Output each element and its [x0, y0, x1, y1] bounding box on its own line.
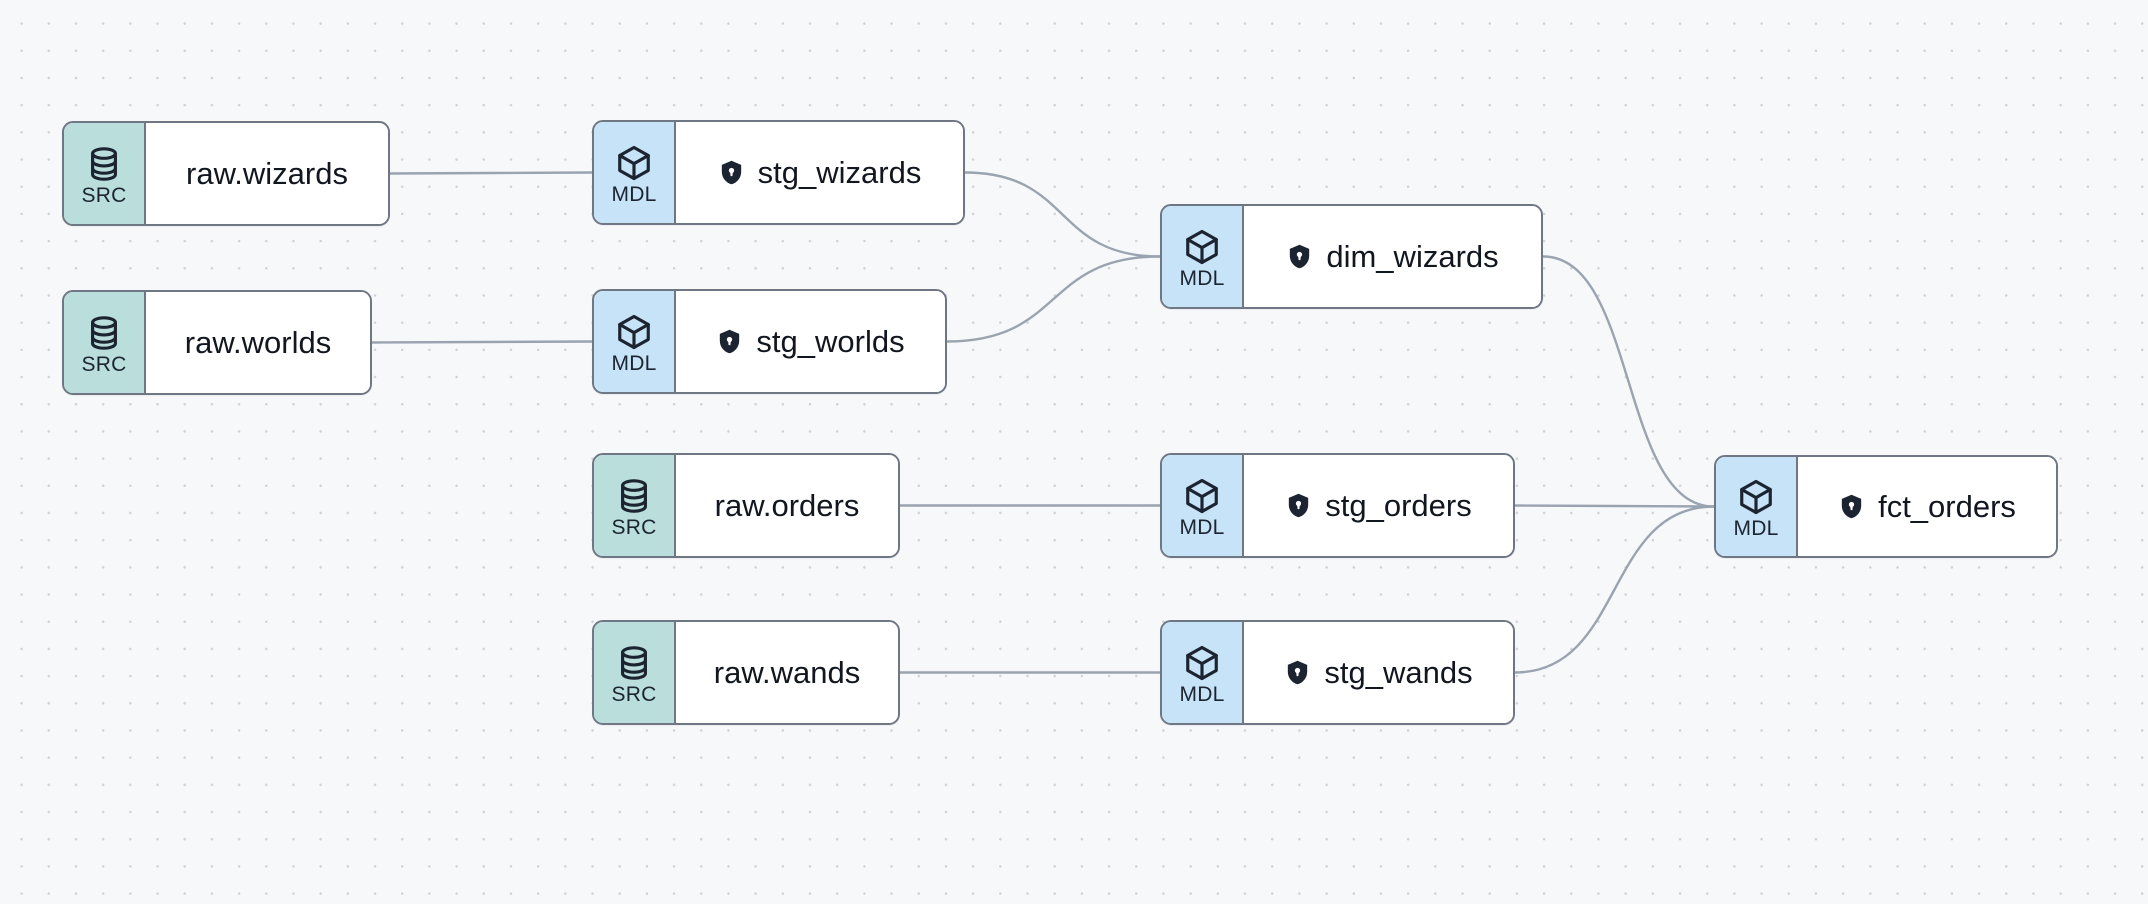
shield-lock-icon: [1288, 660, 1308, 685]
node-label: stg_wands: [1324, 654, 1473, 690]
node-body-raw_orders: raw.orders: [676, 455, 898, 556]
node-label: stg_worlds: [756, 323, 905, 359]
badge-label: MDL: [611, 182, 657, 206]
badge-label: MDL: [1179, 266, 1225, 290]
badge-label: SRC: [611, 682, 657, 706]
database-icon: [91, 146, 117, 181]
database-icon: [91, 315, 117, 350]
graph-node-fct_orders[interactable]: MDL fct_orders: [1714, 455, 2058, 558]
node-body-stg_orders: stg_orders: [1244, 455, 1513, 556]
graph-node-raw_worlds[interactable]: SRC raw.worlds: [62, 290, 372, 395]
database-icon: [621, 645, 647, 680]
graph-node-stg_worlds[interactable]: MDL stg_worlds: [592, 289, 947, 394]
cube-icon: [1740, 479, 1772, 514]
node-label: stg_wizards: [757, 154, 922, 190]
graph-node-raw_wands[interactable]: SRC raw.wands: [592, 620, 900, 725]
badge-label: SRC: [81, 183, 127, 207]
cube-icon: [1186, 229, 1218, 264]
shield-lock-icon: [1841, 494, 1862, 519]
node-body-raw_worlds: raw.worlds: [146, 292, 370, 393]
node-type-badge-raw_orders: SRC: [594, 455, 676, 556]
node-type-badge-stg_orders: MDL: [1162, 455, 1244, 556]
graph-node-stg_wands[interactable]: MDL stg_wands: [1160, 620, 1515, 725]
node-label: raw.orders: [714, 487, 860, 523]
graph-node-stg_orders[interactable]: MDL stg_orders: [1160, 453, 1515, 558]
node-body-dim_wizards: dim_wizards: [1244, 206, 1541, 307]
cube-icon: [618, 314, 650, 349]
badge-label: MDL: [611, 351, 657, 375]
node-type-badge-stg_worlds: MDL: [594, 291, 676, 392]
badge-label: SRC: [81, 352, 127, 376]
node-label: raw.wands: [713, 654, 861, 690]
node-label: dim_wizards: [1326, 238, 1499, 274]
node-type-badge-raw_wizards: SRC: [64, 123, 146, 224]
graph-node-raw_wizards[interactable]: SRC raw.wizards: [62, 121, 390, 226]
edge-raw_worlds-to-stg_worlds: [370, 340, 594, 344]
shield-lock-icon: [1290, 244, 1310, 269]
database-icon: [621, 478, 647, 513]
node-body-stg_wizards: stg_wizards: [676, 122, 963, 223]
shield-lock-icon: [720, 329, 740, 354]
edge-stg_orders-to-fct_orders: [1513, 504, 1716, 508]
cube-icon: [1186, 478, 1218, 513]
node-label: stg_orders: [1325, 487, 1472, 523]
edge-stg_wands-to-fct_orders: [1513, 505, 1716, 674]
node-type-badge-stg_wands: MDL: [1162, 622, 1244, 723]
cube-icon: [618, 145, 650, 180]
badge-label: MDL: [1733, 516, 1779, 540]
node-type-badge-fct_orders: MDL: [1716, 457, 1798, 556]
node-type-badge-stg_wizards: MDL: [594, 122, 676, 223]
node-type-badge-raw_wands: SRC: [594, 622, 676, 723]
node-body-raw_wizards: raw.wizards: [146, 123, 388, 224]
node-body-stg_wands: stg_wands: [1244, 622, 1513, 723]
shield-lock-icon: [721, 160, 741, 185]
node-body-stg_worlds: stg_worlds: [676, 291, 945, 392]
badge-label: SRC: [611, 515, 657, 539]
node-label: raw.wizards: [186, 155, 348, 191]
node-label: fct_orders: [1878, 488, 2016, 524]
shield-lock-icon: [1289, 493, 1309, 518]
node-type-badge-dim_wizards: MDL: [1162, 206, 1244, 307]
edge-dim_wizards-to-fct_orders: [1541, 255, 1716, 508]
graph-node-stg_wizards[interactable]: MDL stg_wizards: [592, 120, 965, 225]
cube-icon: [1186, 645, 1218, 680]
node-body-fct_orders: fct_orders: [1798, 457, 2056, 556]
node-type-badge-raw_worlds: SRC: [64, 292, 146, 393]
edge-stg_wizards-to-dim_wizards: [963, 171, 1162, 258]
node-body-raw_wands: raw.wands: [676, 622, 898, 723]
graph-node-dim_wizards[interactable]: MDL dim_wizards: [1160, 204, 1543, 309]
graph-node-raw_orders[interactable]: SRC raw.orders: [592, 453, 900, 558]
edge-raw_wizards-to-stg_wizards: [388, 171, 594, 175]
badge-label: MDL: [1179, 515, 1225, 539]
edge-stg_worlds-to-dim_wizards: [945, 255, 1162, 343]
node-label: raw.worlds: [184, 324, 332, 360]
badge-label: MDL: [1179, 682, 1225, 706]
